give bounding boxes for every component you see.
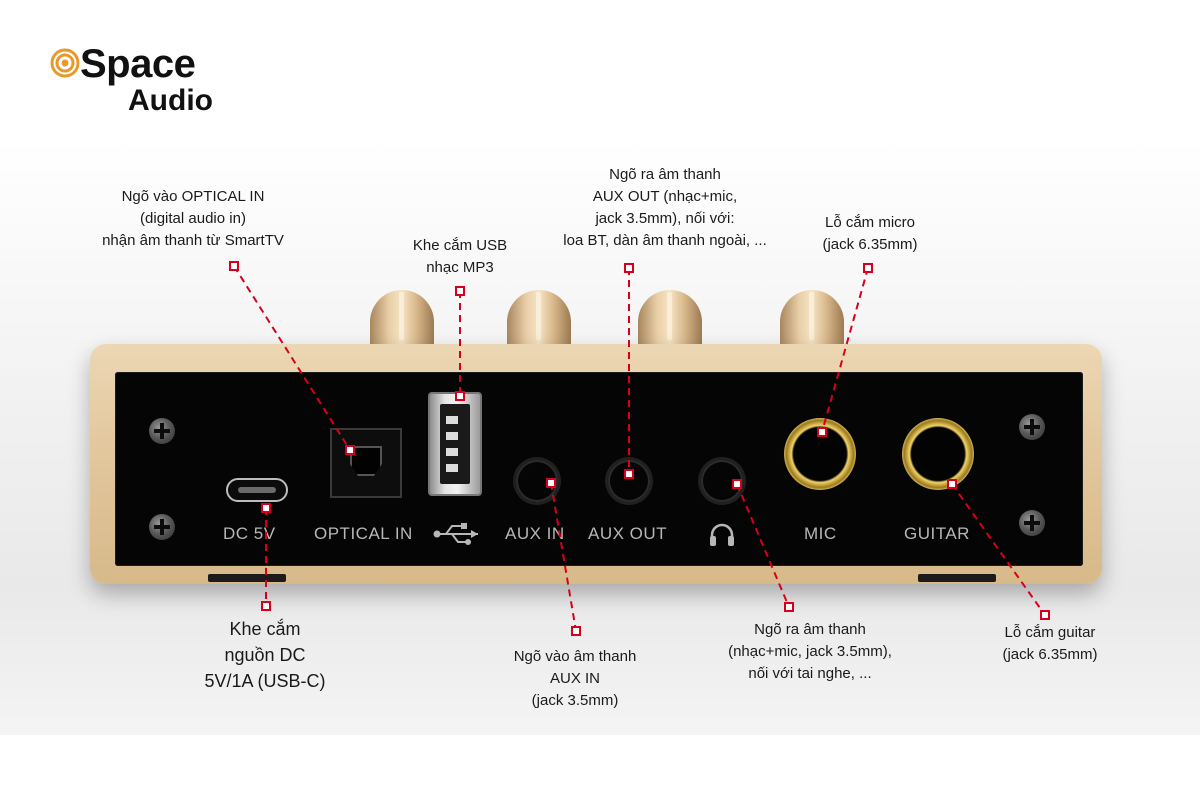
panel-label-optical: OPTICAL IN xyxy=(314,524,413,543)
callout-optical: Ngõ vào OPTICAL IN(digital audio in)nhận… xyxy=(102,188,284,249)
guitar-jack xyxy=(902,418,974,490)
usb-a-port xyxy=(428,392,482,496)
screw-top-left xyxy=(149,418,175,444)
usb-c-port xyxy=(226,478,288,502)
bottom-band xyxy=(0,735,1200,800)
panel-label-mic: MIC xyxy=(804,524,837,543)
screw-bottom-right xyxy=(1019,510,1045,536)
panel-label-aux-out: AUX OUT xyxy=(588,524,668,543)
headphones-icon xyxy=(710,523,734,546)
knob-1 xyxy=(370,290,434,354)
callout-headphone: Ngõ ra âm thanh(nhạc+mic, jack 3.5mm),nố… xyxy=(728,621,892,682)
screw-bottom-left xyxy=(149,514,175,540)
panel-label-guitar: GUITAR xyxy=(904,524,970,543)
brand-logo: Space Audio xyxy=(46,42,236,122)
headphone-jack xyxy=(701,460,743,502)
screw-top-right xyxy=(1019,414,1045,440)
panel-label-dc: DC 5V xyxy=(223,524,276,543)
callout-guitar: Lỗ cắm guitar(jack 6.35mm) xyxy=(1002,624,1098,663)
logo-word-audio: Audio xyxy=(128,84,213,117)
panel-label-aux-in: AUX IN xyxy=(505,524,565,543)
usb-symbol-icon xyxy=(433,523,478,545)
optical-in-port xyxy=(330,428,402,498)
aux-out-jack xyxy=(608,460,650,502)
logo-rings-icon xyxy=(50,48,80,78)
aux-in-jack xyxy=(516,460,558,502)
mic-jack xyxy=(784,418,856,490)
logo-word-space: Space xyxy=(80,42,196,86)
device-foot-right xyxy=(918,574,996,582)
knob-2 xyxy=(507,290,571,354)
device-foot-left xyxy=(208,574,286,582)
callout-mic: Lỗ cắm micro(jack 6.35mm) xyxy=(822,214,918,253)
knob-3 xyxy=(638,290,702,354)
